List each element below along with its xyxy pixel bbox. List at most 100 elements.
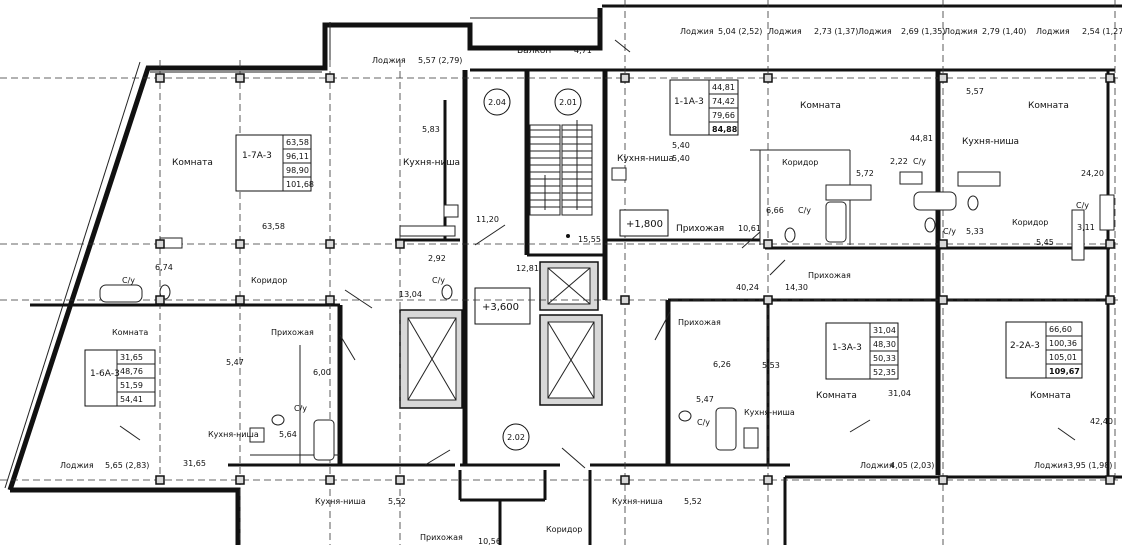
label: 6,00	[313, 368, 331, 377]
label: 13,04	[399, 290, 422, 299]
label: Балкон	[517, 46, 551, 56]
apt-value: 100,36	[1049, 339, 1077, 348]
label: Прихожая	[808, 271, 851, 280]
label: 6,74	[155, 263, 173, 272]
label: Прихожая	[271, 328, 314, 337]
apt-value: 101,68	[286, 180, 314, 189]
label: Комната	[800, 101, 841, 111]
pillar	[235, 295, 245, 305]
apt-value: 31,04	[873, 326, 896, 335]
label: 5,53	[762, 361, 780, 370]
apt-value: 98,90	[286, 166, 309, 175]
apt-value: 48,30	[873, 340, 896, 349]
label: 31,65	[183, 459, 206, 468]
label: 10,56	[478, 537, 501, 545]
label: 63,58	[262, 222, 285, 231]
pillar	[155, 73, 165, 83]
apt-value: 96,11	[286, 152, 309, 161]
label: Комната	[112, 328, 148, 337]
label: Лоджия	[1036, 27, 1070, 36]
pillar	[235, 239, 245, 249]
label: С/у	[122, 276, 135, 285]
apt-code: 1-1А-3	[674, 97, 704, 107]
pillars	[155, 73, 1115, 485]
apt-value: 74,42	[712, 97, 735, 106]
pillar	[235, 475, 245, 485]
apt-value: 84,88	[712, 125, 738, 134]
pillar	[325, 239, 335, 249]
label: Кухня-ниша	[744, 408, 795, 417]
apt-value: 105,01	[1049, 353, 1077, 362]
apt-value: 44,81	[712, 83, 735, 92]
pillar	[1105, 73, 1115, 83]
pillar	[763, 475, 773, 485]
apt-code: 1-7А-3	[242, 151, 272, 161]
apt-tag-1-7a-3: 1-7А-3 63,58 96,11 98,90 101,68	[235, 134, 314, 192]
interior-walls	[30, 68, 1115, 545]
label: 10,61	[738, 224, 761, 233]
pillar	[325, 475, 335, 485]
pillar	[395, 475, 405, 485]
label: 3,11	[1077, 223, 1095, 232]
label: С/у	[294, 404, 307, 413]
label: 40,24	[736, 283, 759, 292]
apt-tag-1-3a-3: 1-3А-3 31,04 48,30 50,33 52,35	[825, 322, 899, 380]
label: Лоджия	[1034, 461, 1068, 470]
pillar	[938, 239, 948, 249]
label: С/у	[1076, 201, 1089, 210]
outer-walls	[4, 4, 1122, 545]
label: Прихожая	[676, 224, 724, 234]
apt-value: 48,76	[120, 367, 143, 376]
label: С/у	[432, 276, 445, 285]
label: 5,40	[672, 141, 690, 150]
label: 42,40	[1090, 417, 1113, 426]
label: 6,66	[766, 206, 784, 215]
label: Комната	[1030, 391, 1071, 401]
label: С/у	[913, 157, 926, 166]
pillar	[1105, 239, 1115, 249]
label: Комната	[816, 391, 857, 401]
label: 5,57	[966, 87, 984, 96]
apt-value: 79,66	[712, 111, 735, 120]
label: Лоджия	[372, 56, 406, 65]
apt-tag-1-1a-3: 1-1А-3 44,81 74,42 79,66 84,88	[669, 79, 739, 136]
label: 4,05 (2,03)	[890, 461, 934, 470]
apt-value: 63,58	[286, 138, 309, 147]
pillar	[155, 239, 165, 249]
label: 11,20	[476, 215, 499, 224]
label: Кухня-ниша	[315, 497, 366, 506]
label: Лоджия	[860, 461, 894, 470]
apt-code: 2-2А-3	[1010, 341, 1040, 351]
label: Лоджия	[680, 27, 714, 36]
label: 2,54 (1,27)	[1082, 27, 1122, 36]
label: Коридор	[782, 158, 818, 167]
label: 14,30	[785, 283, 808, 292]
label: 12,81	[516, 264, 539, 273]
label: 6,26	[713, 360, 731, 369]
pillar	[1105, 295, 1115, 305]
label: Лоджия	[858, 27, 892, 36]
label: 15,55	[578, 235, 601, 244]
label: 5,40	[672, 154, 690, 163]
label: 2,73 (1,37)	[814, 27, 858, 36]
label: Кухня-ниша	[962, 137, 1019, 147]
label: Прихожая	[420, 533, 463, 542]
marker-201: 2.01	[559, 98, 577, 107]
pillar	[325, 73, 335, 83]
apt-value: 50,33	[873, 354, 896, 363]
apt-value: 31,65	[120, 353, 143, 362]
apt-tag-2-2a-3: 2-2А-3 66,60 100,36 105,01 109,67	[1005, 321, 1083, 379]
label: 5,33	[966, 227, 984, 236]
label: С/у	[798, 206, 811, 215]
label: Кухня-ниша	[403, 158, 460, 168]
label: 5,64	[279, 430, 297, 439]
label: Кухня-ниша	[612, 497, 663, 506]
marker-202: 2.02	[507, 433, 525, 442]
label: 5,47	[226, 358, 244, 367]
elevator-core	[399, 261, 603, 409]
pillar	[620, 73, 630, 83]
label: 2,22	[890, 157, 908, 166]
label: Кухня-ниша	[617, 154, 674, 164]
